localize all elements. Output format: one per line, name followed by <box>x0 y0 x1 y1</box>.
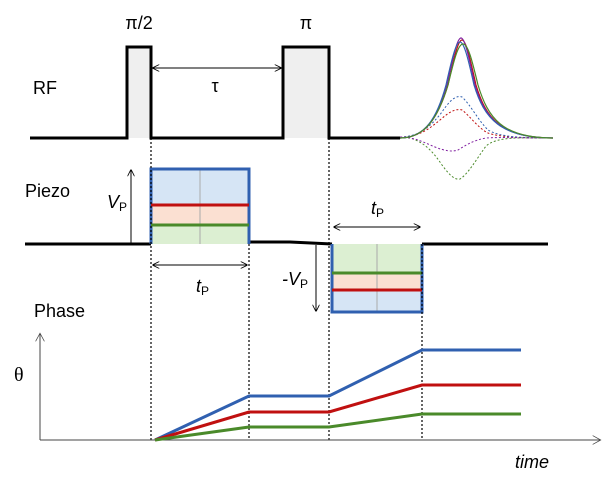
echo-blue <box>399 41 554 139</box>
rf-label: RF <box>33 78 57 98</box>
phase-red <box>154 383 521 442</box>
echo-dotted-red <box>399 109 554 139</box>
echo-signal <box>399 37 554 180</box>
echo-dotted-green <box>399 136 554 180</box>
echo-purple <box>399 37 554 139</box>
tp-label-1: tP <box>196 276 209 298</box>
tau-label: τ <box>211 76 218 96</box>
pulse-half-label: π/2 <box>125 13 152 33</box>
piezo-label: Piezo <box>25 181 70 201</box>
vp-label: VP <box>107 192 127 214</box>
rf-baseline <box>30 45 400 140</box>
phase-green <box>154 412 521 442</box>
phase-label: Phase <box>34 301 85 321</box>
echo-dotted-purple <box>399 136 554 152</box>
neg-vp-label: -VP <box>282 269 308 291</box>
time-axis-label: time <box>515 452 549 472</box>
time-guides <box>150 138 423 440</box>
tp-label-2: tP <box>371 198 384 220</box>
phase-blue <box>154 348 521 442</box>
pulse-pi-label: π <box>300 13 312 33</box>
rf-pulse-half-fill <box>127 47 151 138</box>
theta-axis-label: θ <box>14 364 24 386</box>
echo-dotted-blue <box>399 96 554 139</box>
echo-green <box>399 43 554 139</box>
rf-pulse-pi-fill <box>283 47 329 138</box>
piezo-baseline-mid <box>249 240 333 246</box>
